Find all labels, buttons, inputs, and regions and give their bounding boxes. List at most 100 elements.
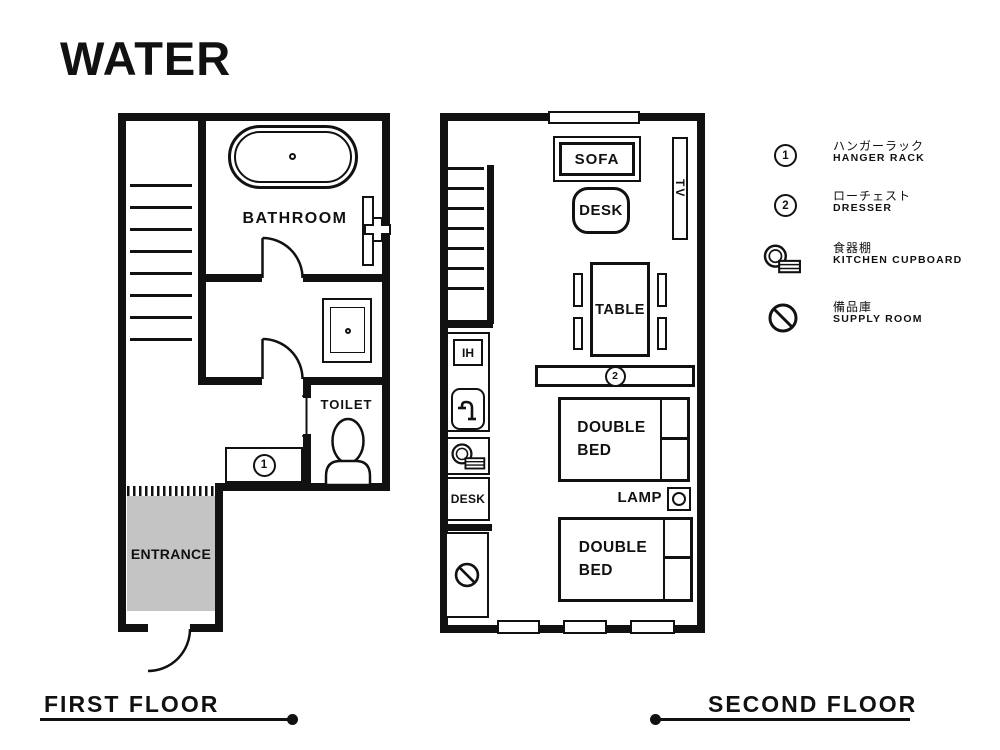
wall-segment <box>198 113 206 385</box>
stair-step <box>130 184 192 187</box>
no-entry-icon <box>768 303 798 333</box>
stair-step <box>130 228 192 231</box>
wall-segment <box>303 377 311 398</box>
marker-2-icon: 2 <box>604 365 626 387</box>
rule-dot-icon <box>650 714 661 725</box>
wall-segment <box>440 524 492 531</box>
kitchen-desk: DESK <box>446 477 490 521</box>
legend-en-text: HANGER RACK <box>833 152 925 164</box>
stair-railing <box>487 165 494 324</box>
stair-step <box>448 187 484 190</box>
kitchen-sink <box>451 388 485 430</box>
bathtub-drain-icon <box>289 153 296 160</box>
faucet-icon <box>458 400 476 421</box>
double-bed-label: DOUBLE BED <box>577 419 646 459</box>
legend-jp-text: 食器棚 <box>833 241 873 255</box>
first-floor-rule <box>40 718 292 721</box>
wall-segment <box>118 624 148 632</box>
door-arc <box>262 236 304 279</box>
lamp-label: LAMP <box>617 489 662 506</box>
tv-label: TV <box>673 178 687 199</box>
hanger-rack-box: 1 <box>225 447 303 483</box>
door-arc <box>262 337 304 380</box>
window-icon <box>630 620 675 634</box>
supply-room <box>445 532 489 618</box>
window-icon <box>548 111 640 124</box>
ih-cooktop: IH <box>453 339 483 366</box>
kitchen-cupboard-icon <box>763 244 801 274</box>
heater-valve-cross-icon <box>364 217 391 242</box>
desk: DESK <box>572 187 630 234</box>
bathroom-label: BATHROOM <box>242 210 348 227</box>
wall-segment <box>198 274 262 282</box>
rule-dot-icon <box>287 714 298 725</box>
page-title: WATER <box>60 32 232 85</box>
double-bed-2: DOUBLE BED <box>558 517 693 602</box>
wall-segment <box>697 113 705 633</box>
stair-step <box>130 250 192 253</box>
double-bed-1: DOUBLE BED <box>558 397 690 482</box>
pillow-divider <box>662 437 687 440</box>
wall-segment <box>382 113 390 491</box>
toilet-bowl-icon <box>331 417 365 465</box>
toilet-label: TOILET <box>320 397 373 412</box>
legend-en-text: KITCHEN CUPBOARD <box>833 254 963 266</box>
second-floor-rule <box>655 718 910 721</box>
legend-jp-text: 備品庫 <box>833 300 873 314</box>
kitchen-cupboard-icon <box>451 442 486 469</box>
circled-two-icon: 2 <box>774 194 797 217</box>
table: TABLE <box>590 262 650 357</box>
tv: TV <box>672 137 688 240</box>
lamp-bulb-icon <box>672 492 686 506</box>
sliding-door-icon <box>302 395 311 437</box>
stair-step <box>448 167 484 170</box>
wall-segment <box>303 434 311 491</box>
stair-step <box>130 206 192 209</box>
wall-segment <box>440 320 493 328</box>
wall-segment <box>303 377 390 385</box>
wall-segment <box>118 113 126 632</box>
stair-step <box>448 227 484 230</box>
entrance-label: ENTRANCE <box>130 545 212 562</box>
wall-segment <box>303 274 390 282</box>
window-icon <box>563 620 607 634</box>
marker-1-icon: 1 <box>252 453 276 477</box>
second-floor-caption: SECOND FLOOR <box>708 691 918 717</box>
pillow-divider <box>665 556 690 559</box>
bed-pillows-icon <box>660 400 687 479</box>
chair-icon <box>657 273 667 307</box>
dresser: 2 <box>535 365 695 387</box>
legend-en-text: DRESSER <box>833 202 893 214</box>
stair-step <box>448 267 484 270</box>
wall-segment <box>198 377 262 385</box>
window-icon <box>497 620 540 634</box>
stair-step <box>130 272 192 275</box>
stair-step <box>448 287 484 290</box>
entrance-area: ENTRANCE <box>127 496 215 611</box>
bed-pillows-icon <box>663 520 690 599</box>
no-entry-icon <box>454 562 480 588</box>
legend-jp-text: ハンガーラック <box>833 139 925 153</box>
legend-jp-text: ローチェスト <box>833 189 912 203</box>
washbasin-drain-icon <box>345 328 351 334</box>
stair-step <box>448 247 484 250</box>
lamp-icon <box>667 487 691 511</box>
stair-step <box>448 207 484 210</box>
sofa-label: SOFA <box>559 142 635 176</box>
double-bed-label: DOUBLE BED <box>578 539 648 579</box>
stair-step <box>130 338 192 341</box>
wall-segment <box>215 483 390 491</box>
stair-step <box>130 294 192 297</box>
legend-en-text: SUPPLY ROOM <box>833 313 923 325</box>
toilet-base-icon <box>324 459 372 487</box>
kitchen-cupboard <box>446 437 490 475</box>
chair-icon <box>573 317 583 350</box>
wall-segment <box>440 113 448 633</box>
stair-step <box>130 316 192 319</box>
first-floor-caption: FIRST FLOOR <box>44 691 220 717</box>
circled-one-icon: 1 <box>774 144 797 167</box>
wall-segment <box>215 483 223 632</box>
wall-segment <box>190 624 223 632</box>
entrance-step-hatch <box>127 486 215 496</box>
first-floor-detail-overlay <box>147 217 391 673</box>
